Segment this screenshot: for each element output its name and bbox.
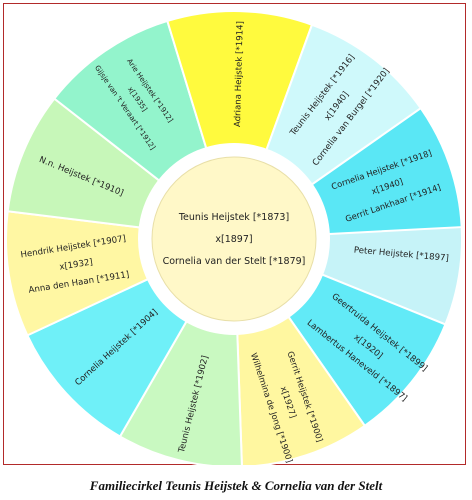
diagram-caption: Familiecirkel Teunis Heijstek & Cornelia… [89,478,383,493]
center-label: Teunis Heijstek [*1873]x[1897]Cornelia v… [163,212,306,267]
family-circle-chart: Teunis Heijstek [*1873]x[1897]Cornelia v… [5,10,463,465]
center-circle [151,156,317,322]
svg-text:Adriana Heijstek [*1914]: Adriana Heijstek [*1914] [233,21,246,127]
segment-label-9: Adriana Heijstek [*1914] [233,21,246,127]
